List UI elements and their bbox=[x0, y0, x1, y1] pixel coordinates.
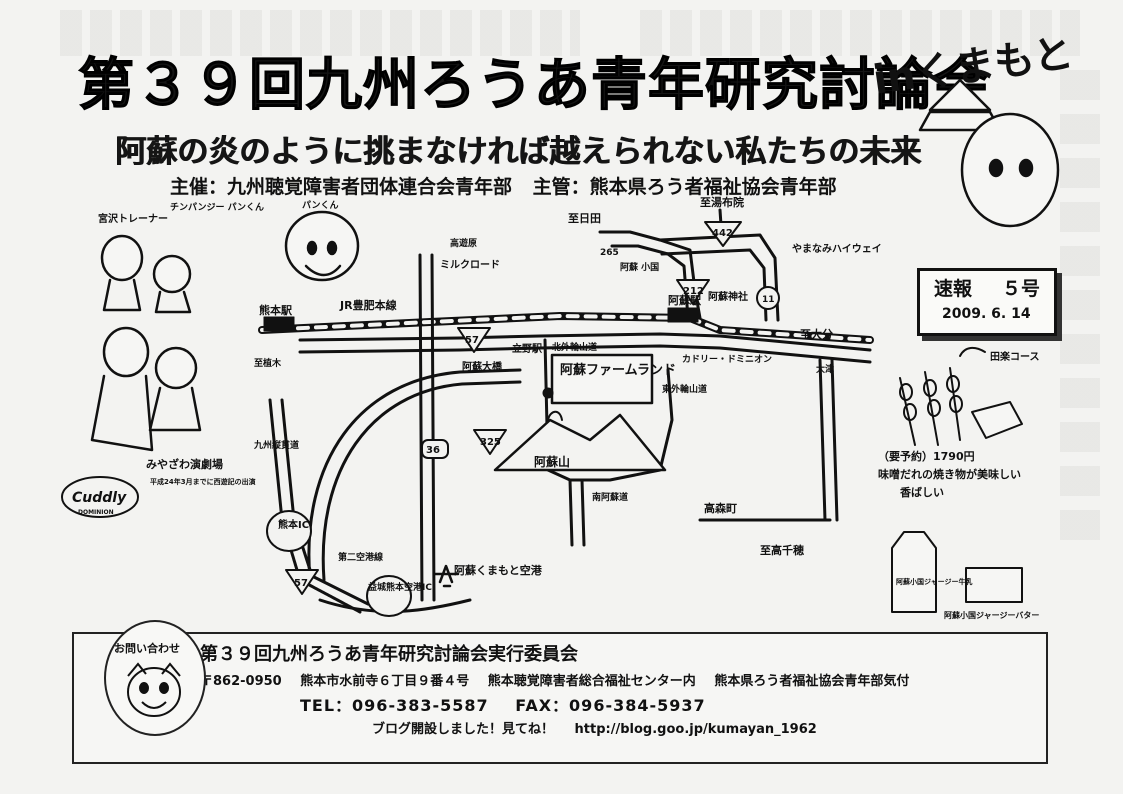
label-kumamoto-ic: 熊本IC bbox=[278, 518, 309, 531]
route-shields bbox=[266, 221, 780, 617]
label-trainer: 宮沢トレーナー bbox=[98, 212, 168, 225]
milk-road bbox=[418, 253, 424, 602]
label-jersey-butter: 阿蘇小国ジャージーバター bbox=[944, 610, 1039, 620]
blog-note: ブログ開設しました！見てね！ bbox=[372, 722, 555, 737]
label-cuddly-dominion: カドリー・ドミニオン bbox=[682, 354, 772, 365]
label-east-road: 東外輪山道 bbox=[662, 383, 707, 395]
label-to-yufuin: 至湯布院 bbox=[700, 195, 744, 209]
street-address: 熊本市水前寺６丁目９番４号 bbox=[300, 674, 470, 689]
label-route-57-a: 57 bbox=[465, 335, 479, 346]
label-route-57-b: 57 bbox=[294, 578, 308, 589]
fax-number: FAX：096-384-5937 bbox=[515, 696, 706, 715]
label-otsu: 大津 bbox=[816, 363, 834, 375]
label-to-ueki: 至植木 bbox=[254, 357, 282, 369]
milk-carton-illustration bbox=[891, 531, 937, 613]
bulletin-label: 速報 bbox=[934, 278, 973, 300]
bulletin-number: ５号 bbox=[1002, 278, 1041, 300]
label-second-airport-line: 第二空港線 bbox=[338, 551, 383, 563]
label-cuddly: Cuddly bbox=[72, 490, 127, 506]
label-miyazawa-theater: みやざわ演劇場 bbox=[146, 457, 223, 471]
mascot-castle-illustration bbox=[918, 78, 1060, 228]
cuddly-logo bbox=[61, 476, 139, 518]
jersey-butter-illustration bbox=[965, 567, 1023, 603]
inquiry-label: お問い合わせ bbox=[114, 642, 180, 655]
contact-box: 第３９回九州ろうあ青年研究討論会実行委員会 〒862-0950 熊本市水前寺６丁… bbox=[72, 632, 1048, 764]
label-to-hita: 至日田 bbox=[568, 212, 601, 225]
kumamoto-arc-road bbox=[307, 368, 522, 582]
managing-organization: 主管：熊本県ろう者福祉協会青年部 bbox=[532, 176, 837, 198]
address-line: 〒862-0950 熊本市水前寺６丁目９番４号 熊本聴覚障害者総合福祉センター内… bbox=[200, 670, 923, 689]
label-dengaku-tail: 香ばしい bbox=[899, 485, 944, 499]
aso-station-marker bbox=[667, 307, 699, 323]
kumamoto-station-marker bbox=[263, 316, 295, 332]
trainer-and-chimp-illustration bbox=[100, 234, 192, 314]
label-dengaku-price: （要予約）1790円 bbox=[878, 449, 975, 463]
phone-fax-line: TEL：096-383-5587 FAX：096-384-5937 bbox=[300, 692, 726, 716]
airplane-icon bbox=[432, 564, 460, 588]
label-dengaku-desc: 味噌だれの焼き物が美味しい bbox=[878, 467, 1021, 481]
farmland-box bbox=[550, 353, 654, 405]
label-aso-station: 阿蘇駅 bbox=[668, 293, 701, 307]
label-yamanami-highway: やまなみハイウェイ bbox=[792, 243, 882, 255]
label-takayubaru: 高遊原 bbox=[450, 237, 477, 249]
label-kitasotoyama-road: 北外輪山道 bbox=[552, 341, 597, 353]
inquiry-badge: お問い合わせ bbox=[104, 620, 206, 736]
label-tateno-station: 立野駅 bbox=[512, 342, 543, 355]
event-title: 第３９回九州ろうあ青年研究討論会 bbox=[77, 52, 990, 118]
label-jr-line: JR豊肥本線 bbox=[339, 298, 397, 312]
label-miyazawa-note: 平成24年3月までに西遊記の出演 bbox=[150, 477, 256, 486]
label-aso-farm-land: 阿蘇ファームランド bbox=[560, 362, 676, 378]
blog-url: http://blog.goo.jp/kumayan_1962 bbox=[574, 722, 817, 737]
label-minami-aso-road: 南阿蘇道 bbox=[592, 491, 628, 503]
care-of: 熊本県ろう者福祉協会青年部気付 bbox=[714, 674, 910, 689]
event-slogan: 阿蘇の炎のように挑まなければ越えられない私たちの未来 bbox=[115, 134, 921, 170]
label-expressway: 九州縦貫道 bbox=[253, 439, 299, 451]
label-mashiki-ic: 益城熊本空港IC bbox=[368, 581, 432, 593]
label-to-oita: 至大分 bbox=[800, 327, 833, 341]
label-pankun-bubble: パンくん bbox=[302, 199, 338, 211]
label-route-11: 11 bbox=[762, 295, 775, 305]
label-chimp-pankun: チンパンジー パンくん bbox=[170, 201, 264, 213]
label-route-36: 36 bbox=[426, 445, 440, 456]
venue-location-dot bbox=[542, 387, 554, 399]
label-aso-bridge: 阿蘇大橋 bbox=[462, 360, 503, 373]
committee-name: 第３９回九州ろうあ青年研究討論会実行委員会 bbox=[200, 644, 578, 665]
label-jersey-milk: 阿蘇小国ジャージー牛乳 bbox=[896, 577, 973, 586]
jr-railway-line bbox=[258, 312, 874, 344]
label-route-265: 265 bbox=[600, 248, 619, 258]
label-airport: 阿蘇くまもと空港 bbox=[454, 563, 543, 577]
facility-name: 熊本聴覚障害者総合福祉センター内 bbox=[487, 674, 696, 689]
label-kumamoto-station: 熊本駅 bbox=[259, 303, 292, 317]
label-dengaku-course: 田楽コース bbox=[990, 350, 1040, 363]
postal-code: 〒862-0950 bbox=[200, 674, 282, 689]
label-aso-oguni: 阿蘇 小国 bbox=[620, 261, 659, 273]
label-milk-road: ミルクロード bbox=[440, 259, 500, 271]
telephone-number: TEL：096-383-5587 bbox=[300, 696, 489, 715]
label-mount-aso: 阿蘇山 bbox=[534, 454, 570, 469]
label-route-442: 442 bbox=[712, 228, 733, 239]
label-route-212: 212 bbox=[683, 286, 704, 297]
organizers-line: 主催：九州聴覚障害者団体連合会青年部 主管：熊本県ろう者福祉協会青年部 bbox=[170, 172, 851, 199]
host-organization: 主催：九州聴覚障害者団体連合会青年部 bbox=[170, 176, 513, 198]
panchi-chimpanzee-illustration bbox=[284, 210, 360, 282]
blog-line: ブログ開設しました！見てね！ http://blog.goo.jp/kumaya… bbox=[372, 718, 833, 737]
label-route-325: 325 bbox=[480, 437, 501, 448]
label-cuddly-sub: DOMINION bbox=[78, 509, 114, 516]
dengaku-skewers-illustration bbox=[899, 367, 1023, 446]
label-to-takachiho: 至高千穂 bbox=[760, 543, 804, 557]
bulletin-box: 速報 ５号 2009. 6. 14 bbox=[917, 268, 1057, 336]
mascot-face-icon bbox=[127, 662, 181, 717]
label-takamori: 高森町 bbox=[704, 501, 737, 515]
monkey-theater-characters-illustration bbox=[90, 326, 202, 452]
bulletin-date: 2009. 6. 14 bbox=[942, 306, 1031, 322]
label-aso-shrine: 阿蘇神社 bbox=[708, 290, 748, 303]
mount-aso-drawing bbox=[493, 413, 667, 472]
